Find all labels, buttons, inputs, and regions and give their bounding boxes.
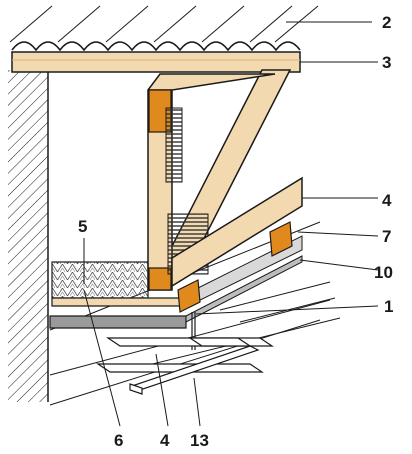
label-13: 13 — [190, 431, 209, 450]
leader-lines — [83, 21, 379, 427]
label-10: 10 — [374, 263, 393, 282]
label-2: 2 — [382, 13, 391, 32]
mineral-wool-insulation — [51, 261, 149, 299]
label-1: 1 — [384, 297, 393, 316]
lower-timber — [51, 297, 183, 307]
label-6: 6 — [114, 431, 123, 450]
counter-battens — [177, 221, 293, 313]
label-7: 7 — [382, 227, 391, 246]
top-purlin — [11, 51, 301, 73]
ceiling-profiles — [96, 337, 274, 395]
label-4-bottom: 4 — [160, 431, 170, 450]
gypsum-board — [49, 255, 303, 329]
label-4-right: 4 — [382, 191, 392, 210]
corrugated-roofing — [9, 5, 345, 52]
label-5: 5 — [78, 217, 87, 236]
masonry-wall — [8, 70, 49, 402]
bottom-chord — [171, 176, 303, 288]
label-3: 3 — [382, 53, 391, 72]
